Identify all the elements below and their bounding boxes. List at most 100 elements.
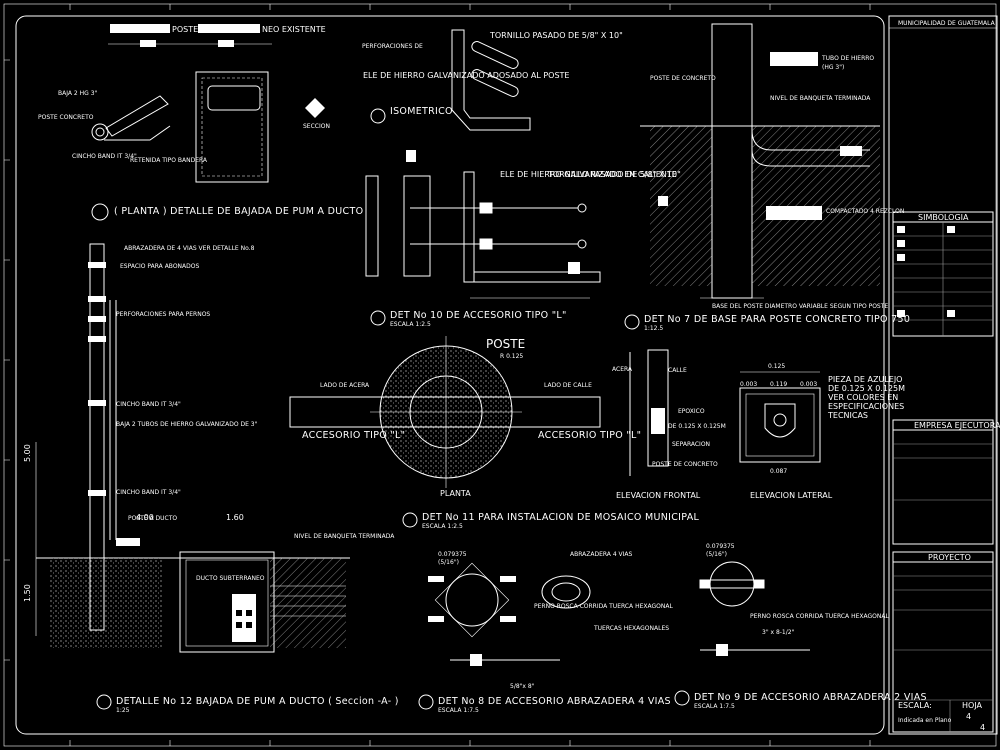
proyecto-title: PROYECTO xyxy=(928,553,971,562)
det11-detail: POSTE R 0.125 LADO DE ACERA LADO DE CALL… xyxy=(289,336,905,530)
svg-text:0.003: 0.003 xyxy=(800,381,817,388)
section-marker-icon xyxy=(305,98,325,118)
svg-text:ELEVACION FRONTAL: ELEVACION FRONTAL xyxy=(616,491,701,500)
svg-text:ACERA: ACERA xyxy=(612,366,633,373)
svg-text:5/8"x 8": 5/8"x 8" xyxy=(510,683,535,690)
svg-text:BASE DEL POSTE DIAMETRO VARIAB: BASE DEL POSTE DIAMETRO VARIABLE SEGUN T… xyxy=(712,303,888,310)
svg-text:TUBO DE HIERRO: TUBO DE HIERRO xyxy=(821,55,874,62)
svg-text:0.079375: 0.079375 xyxy=(438,551,467,558)
svg-text:1:12.5: 1:12.5 xyxy=(644,325,663,332)
det10-detail: PERFORACIONES DE TORNILLO PASADO DE 5/8"… xyxy=(362,29,681,328)
svg-text:ELEVACION LATERAL: ELEVACION LATERAL xyxy=(750,491,833,500)
svg-text:ISOMETRICO: ISOMETRICO xyxy=(390,106,453,117)
svg-text:EPOXICO: EPOXICO xyxy=(678,408,705,415)
svg-text:SECCION: SECCION xyxy=(303,123,330,130)
svg-text:ESCALA 1:2.5: ESCALA 1:2.5 xyxy=(422,523,463,530)
title-block: MUNICIPALIDAD DE GUATEMALA SIMBOLOGIA EM… xyxy=(889,20,1000,733)
svg-text:POSTE CONCRETO: POSTE CONCRETO xyxy=(38,114,94,121)
svg-text:0.125: 0.125 xyxy=(768,363,785,370)
svg-text:ESCALA 1:7.5: ESCALA 1:7.5 xyxy=(438,707,479,714)
svg-text:LADO DE CALLE: LADO DE CALLE xyxy=(544,382,592,389)
hoja-value: 4 xyxy=(966,712,971,721)
svg-text:NIVEL DE BANQUETA TERMINADA: NIVEL DE BANQUETA TERMINADA xyxy=(294,533,395,540)
svg-text:LADO DE ACERA: LADO DE ACERA xyxy=(320,382,370,389)
svg-text:CALLE: CALLE xyxy=(668,367,687,374)
svg-text:ESPECIFICACIONES: ESPECIFICACIONES xyxy=(828,402,904,411)
svg-text:ESPACIO PARA ABONADOS: ESPACIO PARA ABONADOS xyxy=(120,263,199,270)
svg-text:CINCHO BAND IT 3/4": CINCHO BAND IT 3/4" xyxy=(116,401,181,408)
svg-text:BAJA 2 TUBOS DE HIERRO GALVANI: BAJA 2 TUBOS DE HIERRO GALVANIZADO DE 3" xyxy=(116,421,258,428)
hoja-label: HOJA xyxy=(962,701,983,710)
det11-title: DET No 11 PARA INSTALACION DE MOSAICO MU… xyxy=(422,512,699,523)
svg-text:ESCALA 1:7.5: ESCALA 1:7.5 xyxy=(694,703,735,710)
simbologia-title: SIMBOLOGIA xyxy=(918,213,969,222)
header-neo: NEO EXISTENTE xyxy=(262,25,326,34)
svg-text:TUERCAS HEXAGONALES: TUERCAS HEXAGONALES xyxy=(593,625,669,632)
title-header: MUNICIPALIDAD DE GUATEMALA xyxy=(898,20,996,27)
svg-text:1.50: 1.50 xyxy=(23,584,32,602)
svg-text:POSTE A DUCTO: POSTE A DUCTO xyxy=(128,515,177,522)
svg-text:PERFORACIONES PARA PERNOS: PERFORACIONES PARA PERNOS xyxy=(116,311,210,318)
svg-text:5.00: 5.00 xyxy=(23,444,32,462)
svg-text:(HG 3"): (HG 3") xyxy=(822,64,844,71)
svg-text:1:25: 1:25 xyxy=(116,707,130,714)
svg-text:ACCESORIO TIPO "L": ACCESORIO TIPO "L" xyxy=(302,430,405,441)
det7-detail: TUBO DE HIERRO (HG 3") POSTE DE CONCRETO… xyxy=(624,23,910,332)
svg-text:NIVEL DE BANQUETA TERMINADA: NIVEL DE BANQUETA TERMINADA xyxy=(770,95,871,102)
svg-text:PLANTA: PLANTA xyxy=(440,489,471,498)
svg-text:POSTE DE CONCRETO: POSTE DE CONCRETO xyxy=(650,75,716,82)
svg-text:1.60: 1.60 xyxy=(226,513,244,522)
svg-text:TORNILLO PASADO DE 5/8" X 10": TORNILLO PASADO DE 5/8" X 10" xyxy=(547,170,681,179)
svg-text:COMPACTADO 4 REZCLON: COMPACTADO 4 REZCLON xyxy=(826,208,904,215)
svg-text:ELE DE HIERRO GALVANIZADO ADOS: ELE DE HIERRO GALVANIZADO ADOSADO AL POS… xyxy=(363,71,569,80)
escala-value: Indicada en Plano xyxy=(898,717,952,724)
det10-title: DET No 10 DE ACCESORIO TIPO "L" xyxy=(390,310,567,321)
svg-text:RETENIDA TIPO BANDERA: RETENIDA TIPO BANDERA xyxy=(130,157,208,164)
det12-title: DETALLE No 12 BAJADA DE PUM A DUCTO ( Se… xyxy=(116,696,399,707)
svg-text:DE 0.125 X 0.125M: DE 0.125 X 0.125M xyxy=(828,384,905,393)
det9-title: DET No 9 DE ACCESORIO ABRAZADERA 2 VIAS xyxy=(694,692,927,703)
svg-text:0.087: 0.087 xyxy=(770,468,787,475)
poste-label: POSTE xyxy=(486,337,525,351)
border-ticks xyxy=(4,4,871,746)
planta-detail: POSTE NEO EXISTENTE SECCION BAJA 2 HG 3"… xyxy=(38,24,363,221)
drawing-frame xyxy=(15,15,885,735)
svg-text:CINCHO BAND IT 3/4": CINCHO BAND IT 3/4" xyxy=(72,153,137,160)
svg-text:4.00: 4.00 xyxy=(136,513,154,522)
svg-text:0.003: 0.003 xyxy=(740,381,757,388)
svg-text:TORNILLO PASADO DE 5/8" X 10": TORNILLO PASADO DE 5/8" X 10" xyxy=(489,31,623,40)
svg-text:BAJA 2 HG 3": BAJA 2 HG 3" xyxy=(58,90,98,97)
svg-text:PERNO ROSCA CORRIDA TUERCA HEX: PERNO ROSCA CORRIDA TUERCA HEXAGONAL xyxy=(750,613,889,620)
svg-text:ABRAZADERA 4 VIAS: ABRAZADERA 4 VIAS xyxy=(570,551,633,558)
svg-text:TECNICAS: TECNICAS xyxy=(827,411,868,420)
svg-text:ABRAZADERA DE 4 VIAS VER DETAL: ABRAZADERA DE 4 VIAS VER DETALLE No.8 xyxy=(124,245,255,252)
planta-title: ( PLANTA ) DETALLE DE BAJADA DE PUM A DU… xyxy=(114,206,363,217)
escala-label: ESCALA: xyxy=(898,701,932,710)
svg-text:PERFORACIONES DE: PERFORACIONES DE xyxy=(362,43,423,50)
svg-text:DE 0.125 X 0.125M: DE 0.125 X 0.125M xyxy=(668,423,726,430)
hoja-total: 4 xyxy=(980,723,985,732)
det12-detail: ABRAZADERA DE 4 VIAS VER DETALLE No.8 ES… xyxy=(23,243,399,714)
svg-text:(5/16"): (5/16") xyxy=(706,551,727,558)
svg-text:0.079375: 0.079375 xyxy=(706,543,735,550)
svg-text:VER COLORES EN: VER COLORES EN xyxy=(828,393,898,402)
svg-text:POSTE DE CONCRETO: POSTE DE CONCRETO xyxy=(652,461,718,468)
svg-text:R 0.125: R 0.125 xyxy=(500,353,523,360)
empresa-title: EMPRESA EJECUTORA xyxy=(914,421,1000,430)
svg-text:CINCHO BAND IT 3/4": CINCHO BAND IT 3/4" xyxy=(116,489,181,496)
svg-text:ELE DE HIERRO GALVANIZADO EN C: ELE DE HIERRO GALVANIZADO EN CALIENTE xyxy=(500,170,677,179)
svg-text:SEPARACION: SEPARACION xyxy=(672,441,710,448)
svg-text:3" x 8-1/2": 3" x 8-1/2" xyxy=(762,629,795,636)
svg-text:ACCESORIO TIPO "L": ACCESORIO TIPO "L" xyxy=(538,430,641,441)
outer-border xyxy=(3,3,997,747)
det9-detail: 0.079375 (5/16") PERNO ROSCA CORRIDA TUE… xyxy=(674,543,927,710)
svg-text:PIEZA DE AZULEJO: PIEZA DE AZULEJO xyxy=(828,375,902,384)
svg-text:ESCALA 1:2.5: ESCALA 1:2.5 xyxy=(390,321,431,328)
title-block-frame xyxy=(888,15,998,735)
svg-text:PERNO ROSCA CORRIDA TUERCA HEX: PERNO ROSCA CORRIDA TUERCA HEXAGONAL xyxy=(534,603,673,610)
det8-detail: 0.079375 (5/16") ABRAZADERA 4 VIAS PERNO… xyxy=(418,551,673,714)
svg-text:0.119: 0.119 xyxy=(770,381,787,388)
det8-title: DET No 8 DE ACCESORIO ABRAZADERA 4 VIAS xyxy=(438,696,671,707)
svg-text:(5/16"): (5/16") xyxy=(438,559,459,566)
